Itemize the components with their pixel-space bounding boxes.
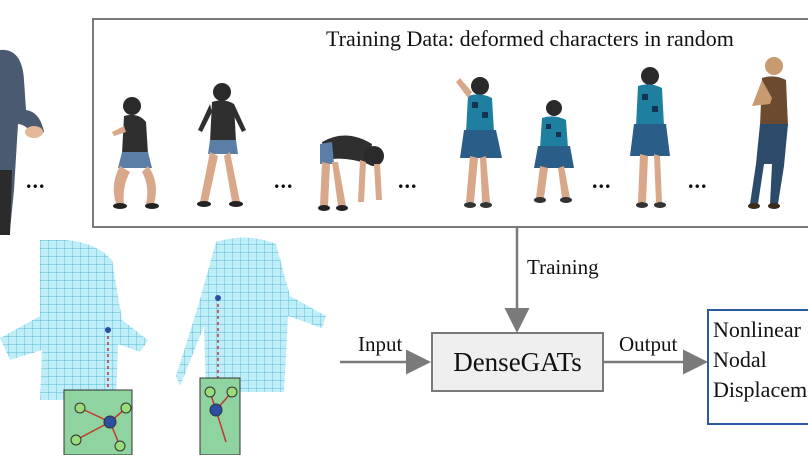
output-line-3: Displacement <box>713 377 808 402</box>
mesh-character-right <box>176 237 326 455</box>
training-data-title: Training Data: deformed characters in ra… <box>326 26 734 51</box>
output-line-2: Nodal <box>713 347 767 372</box>
character-pose-4 <box>456 77 502 208</box>
training-label: Training <box>527 255 599 279</box>
input-label: Input <box>358 332 403 356</box>
character-walk-2 <box>197 83 246 207</box>
character-bend-3 <box>318 135 384 211</box>
densegats-model-box: DenseGATs <box>431 332 604 392</box>
character-crouch-1 <box>112 97 159 209</box>
ellipsis-2: ... <box>398 168 418 193</box>
ellipsis-4: ... <box>688 168 708 193</box>
ellipsis-3: ... <box>592 168 612 193</box>
model-label: DenseGATs <box>453 346 582 377</box>
mesh-character-left <box>0 240 148 455</box>
character-pose-5 <box>534 100 574 203</box>
ellipsis-left: ... <box>26 168 46 193</box>
ellipsis-1: ... <box>274 168 294 193</box>
character-man-7 <box>748 57 788 209</box>
character-pose-6 <box>630 67 670 208</box>
training-data-box <box>92 18 808 228</box>
left-character-figure <box>0 49 44 235</box>
output-line-1: Nonlinear <box>713 317 801 342</box>
output-label: Output <box>619 332 678 356</box>
output-box: Nonlinear Nodal Displacement <box>707 309 808 425</box>
